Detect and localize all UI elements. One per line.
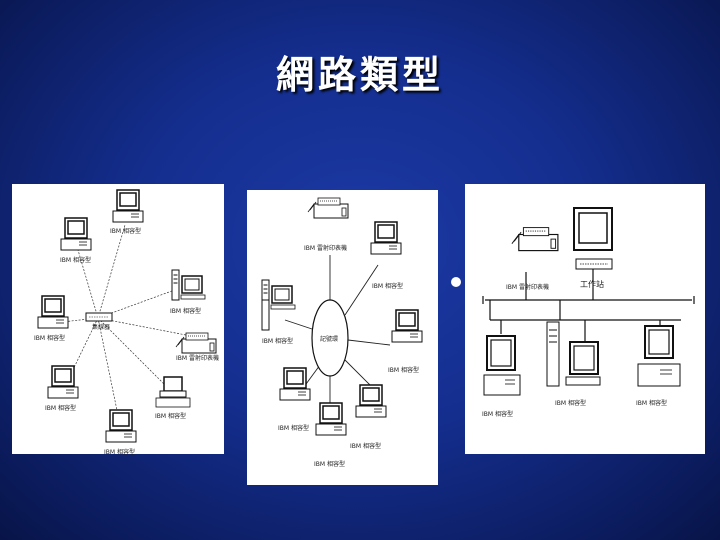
ring-node-monitor-bottom: IBM 相容型 [314,402,347,468]
svg-text:IBM 相容型: IBM 相容型 [34,334,65,342]
svg-text:IBM 相容型: IBM 相容型 [482,410,513,418]
svg-text:IBM 相容型: IBM 相容型 [104,448,135,456]
svg-text:IBM 相容型: IBM 相容型 [388,366,419,374]
star-node-printer: IBM 雷射印表機 [175,332,219,362]
bus-node-workstation: 工作站 [573,207,613,289]
bus-node-printer: IBM 雷射印表機 [506,227,559,291]
svg-text:IBM 相容型: IBM 相容型 [170,307,201,315]
bullet-dot [451,277,461,287]
bus-node-pc-2: IBM 相容型 [546,321,601,407]
svg-text:IBM 雷射印表機: IBM 雷射印表機 [176,354,219,362]
svg-text:IBM 相容型: IBM 相容型 [155,412,186,420]
star-node-monitor-top: IBM 相容型 [110,189,144,235]
star-node-laptop-br: IBM 相容型 [155,376,191,420]
svg-text:IBM 雷射印表機: IBM 雷射印表機 [506,283,549,291]
svg-text:IBM 相容型: IBM 相容型 [45,404,76,412]
star-node-tower-right: IBM 相容型 [170,269,206,315]
star-node-monitor-bl: IBM 相容型 [45,365,79,412]
star-node-monitor-bottom: IBM 相容型 [104,409,137,456]
ring-node-printer-top: IBM 雷射印表機 [304,197,349,252]
svg-text:IBM 相容型: IBM 相容型 [60,256,91,264]
ring-node-monitor-br: IBM 相容型 [350,384,387,450]
svg-text:IBM 雷射印表機: IBM 雷射印表機 [304,244,347,252]
svg-text:IBM 相容型: IBM 相容型 [110,227,141,235]
bus-node-pc-1: IBM 相容型 [482,335,521,418]
slide-title: 網路類型 [275,52,444,97]
svg-text:工作站: 工作站 [580,279,604,289]
bus-node-pc-3: IBM 相容型 [636,325,681,407]
hub-label: 集線器 [92,323,110,331]
svg-text:IBM 相容型: IBM 相容型 [636,399,667,407]
token-ring-icon [311,299,349,377]
svg-text:IBM 相容型: IBM 相容型 [350,442,381,450]
svg-text:IBM 相容型: IBM 相容型 [314,460,345,468]
hub-icon [85,312,113,322]
bus-backbone [482,268,695,342]
svg-text:IBM 相容型: IBM 相容型 [262,337,293,345]
ring-node-monitor-tr: IBM 相容型 [370,221,403,290]
ring-center-label: 記號環 [320,335,338,343]
svg-text:IBM 相容型: IBM 相容型 [555,399,586,407]
star-node-monitor-left: IBM 相容型 [34,295,69,342]
ring-node-monitor-bl: IBM 相容型 [278,367,311,432]
star-node-monitor-tl: IBM 相容型 [60,217,92,264]
ring-node-monitor-right: IBM 相容型 [388,309,423,374]
svg-text:IBM 相容型: IBM 相容型 [278,424,309,432]
svg-text:IBM 相容型: IBM 相容型 [372,282,403,290]
ring-node-tower-left: IBM 相容型 [261,279,296,345]
